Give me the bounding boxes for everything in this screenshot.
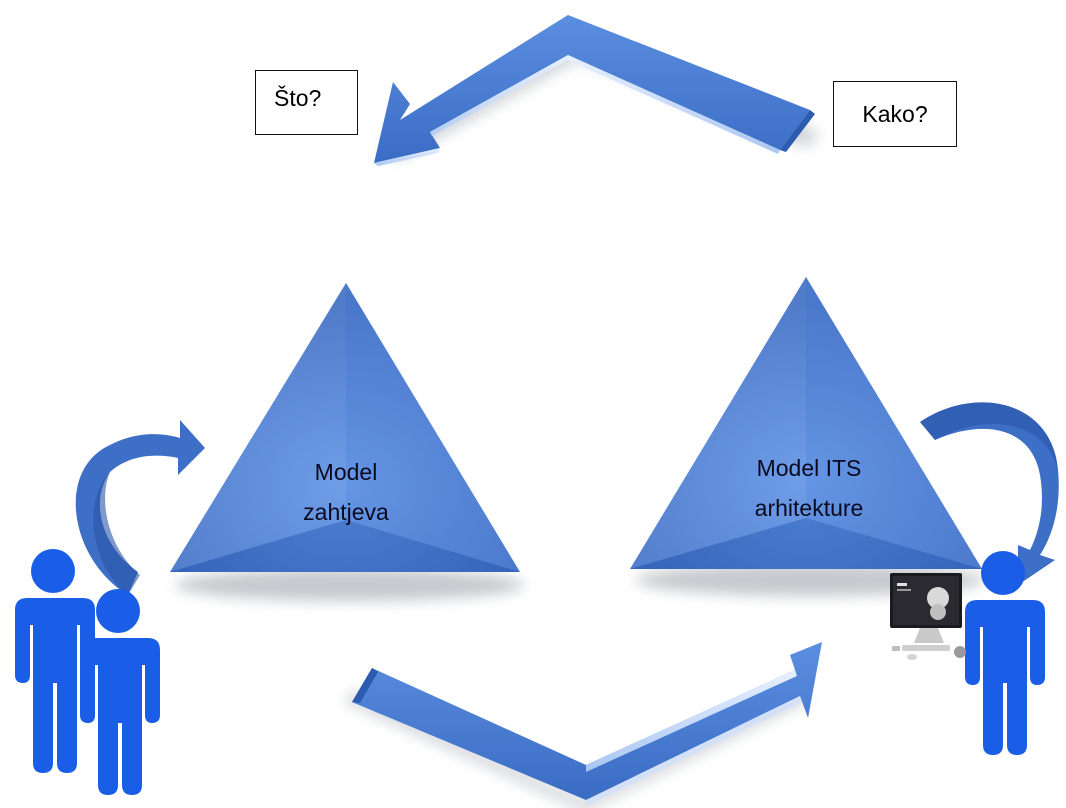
triangle-label-left-line1: Model [314,459,378,485]
triangle-label-left-line2: zahtjeva [303,499,389,525]
question-what-label: Što? [274,85,322,111]
curved-arrow-icon [920,402,1059,585]
triangle-label-right: Model ITS arhitekture [709,448,909,528]
curved-arrow-icon [75,420,206,595]
triangle-label-left: Model zahtjeva [246,452,446,532]
chevron-arrow-icon [374,15,820,166]
question-how-box: Kako? [833,81,957,147]
triangle-model-zahtjeva [170,283,525,601]
triangle-model-its-arhitekture [630,277,985,596]
chevron-arrow-icon [345,642,822,808]
question-how-label: Kako? [862,100,928,127]
computer-icon [890,573,966,660]
triangle-label-right-line2: arhitekture [754,495,864,521]
person-icon [15,549,95,773]
person-icon [965,551,1045,755]
question-what-box: Što? [255,70,358,135]
person-icon [80,589,160,795]
triangle-label-right-line1: Model ITS [756,455,862,481]
